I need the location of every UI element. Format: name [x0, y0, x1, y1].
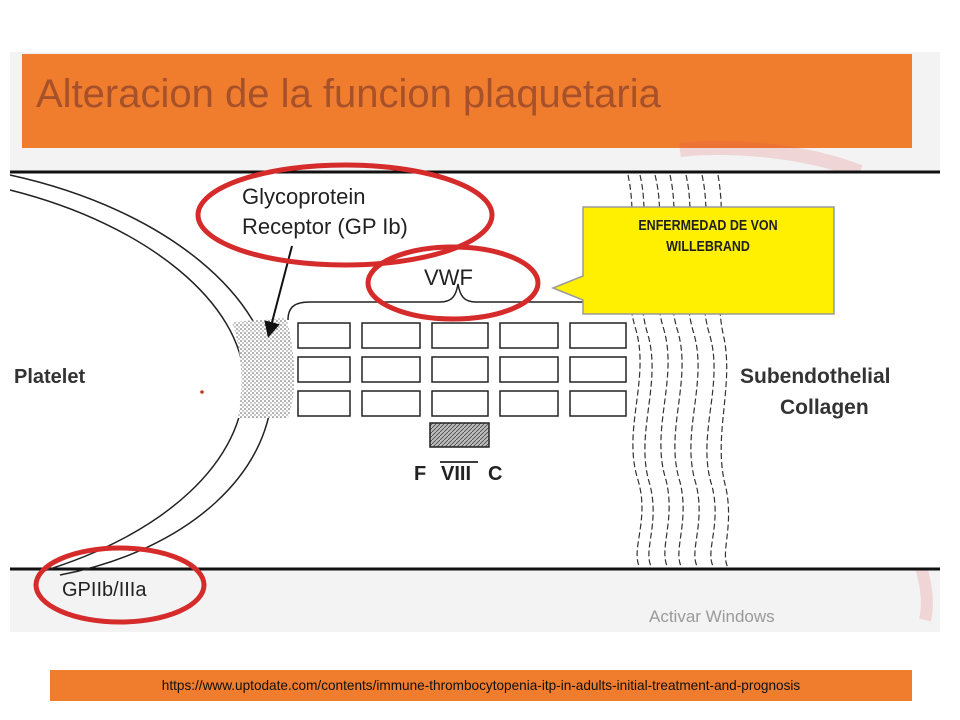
- subendothelial-label: Subendothelial: [740, 365, 891, 388]
- vwf-multimer-grid: [297, 322, 627, 417]
- red-highlight-annotations: [33, 162, 541, 625]
- vwf-brace: [287, 283, 600, 321]
- glycoprotein-label-line1: Glycoprotein: [242, 184, 366, 209]
- vwf-highlight-ellipse: [365, 244, 541, 322]
- callout-line2: WILLEBRAND: [666, 239, 750, 255]
- factor-label-viii: VIII: [441, 463, 471, 485]
- slide-title: Alteracion de la funcion plaquetaria: [36, 72, 661, 116]
- platelet-label: Platelet: [14, 366, 85, 388]
- gpiib-highlight-ellipse: [33, 545, 207, 625]
- factor-label-suffix: C: [488, 463, 502, 485]
- callout-box: [550, 206, 835, 315]
- title-bar: Alteracion de la funcion plaquetaria: [22, 54, 912, 148]
- factor-viii-box: [429, 422, 490, 448]
- factor-label-prefix: F: [414, 463, 426, 485]
- gp-ib-receptor-region: [232, 318, 295, 418]
- source-url-bar: https://www.uptodate.com/contents/immune…: [50, 670, 912, 701]
- gp-ib-highlight-ellipse: [195, 162, 495, 268]
- activation-watermark: Activar Windows: [649, 607, 775, 626]
- collagen-label: Collagen: [780, 396, 869, 419]
- glycoprotein-label-line2: Receptor (GP Ib): [242, 214, 408, 239]
- vwf-label: VWF: [424, 265, 473, 290]
- gpiib-label: GPIIb/IIIa: [62, 579, 147, 601]
- source-url-link[interactable]: https://www.uptodate.com/contents/immune…: [161, 678, 801, 693]
- callout-text: ENFERMEDAD DE VON WILLEBRAND: [607, 216, 810, 258]
- platelet-dot: [200, 390, 204, 394]
- callout-line1: ENFERMEDAD DE VON: [638, 218, 778, 234]
